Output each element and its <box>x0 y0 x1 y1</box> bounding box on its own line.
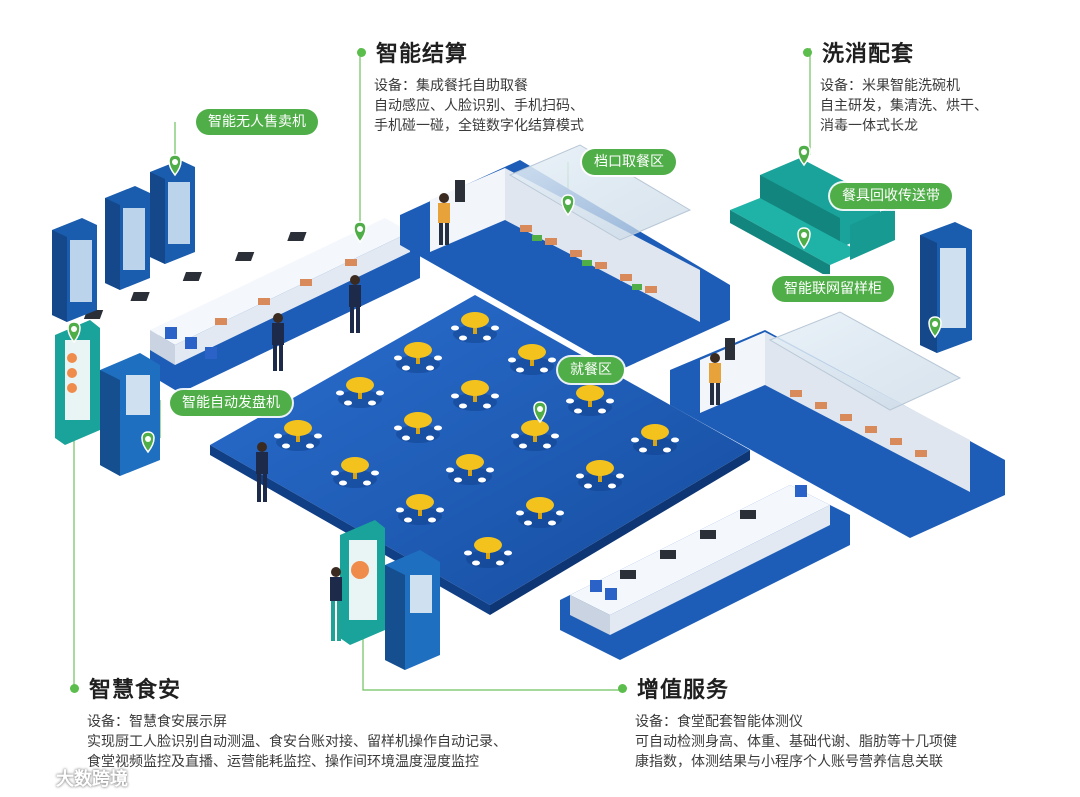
dining-tables <box>274 312 679 568</box>
label-stall-pickup: 档口取餐区 <box>582 149 676 175</box>
dining-table <box>394 412 442 443</box>
label-dining-area: 就餐区 <box>558 357 624 383</box>
location-pin-icon <box>168 154 182 177</box>
section-line: 自动感应、人脸识别、手机扫码、 <box>374 98 584 114</box>
dining-table <box>451 312 499 343</box>
label-tray-dispenser: 智能自动发盘机 <box>170 390 292 416</box>
section-line: 自主研发，集清洗、烘干、 <box>820 98 988 114</box>
section-title: 智慧食安 <box>89 678 182 703</box>
label-conveyor: 餐具回收传送带 <box>830 183 952 209</box>
section-line: 手机碰一碰，全链数字化结算模式 <box>374 118 584 134</box>
dining-table <box>446 454 494 485</box>
location-pin-icon <box>561 194 575 217</box>
section-line: 康指数，体测结果与小程序个人账号营养信息关联 <box>635 754 943 770</box>
sample-cabinet <box>920 222 972 353</box>
label-sample-cabinet: 智能联网留样柜 <box>772 276 894 302</box>
location-pin-icon <box>797 144 811 167</box>
section-value-added: 增值服务 设备：食堂配套智能体测仪 可自动检测身高、体重、基础代谢、脂肪等十几项… <box>618 672 957 772</box>
location-pin-icon <box>797 227 811 250</box>
dining-table <box>566 385 614 416</box>
section-line: 消毒一体式长龙 <box>820 118 918 134</box>
label-vending-machine: 智能无人售卖机 <box>196 109 318 135</box>
bullet-dot <box>618 683 627 693</box>
people <box>256 193 721 641</box>
bullet-dot <box>70 683 79 693</box>
dining-table <box>274 420 322 451</box>
watermark-logo-icon <box>11 769 49 787</box>
section-title: 智能结算 <box>376 42 469 67</box>
dining-table <box>331 457 379 488</box>
section-title: 洗消配套 <box>822 42 915 67</box>
watermark-text: 大数跨境 <box>56 769 128 790</box>
dishwasher-conveyor <box>730 158 895 278</box>
dining-table <box>396 494 444 525</box>
location-pins <box>67 144 942 454</box>
section-line: 设备：集成餐托自助取餐 <box>374 78 528 94</box>
stall-counter-right <box>670 311 1005 538</box>
dining-table <box>508 344 556 375</box>
dining-table <box>464 537 512 568</box>
bottom-right-counter <box>560 485 850 660</box>
section-line: 设备：智慧食安展示屏 <box>87 714 227 730</box>
section-title: 增值服务 <box>637 678 730 703</box>
dining-table <box>631 424 679 455</box>
location-pin-icon <box>67 321 81 344</box>
vending-machines <box>52 160 195 322</box>
dining-table <box>451 380 499 411</box>
dining-table <box>336 377 384 408</box>
location-pin-icon <box>533 401 547 424</box>
dining-table <box>516 497 564 528</box>
dining-table <box>576 460 624 491</box>
location-pin-icon <box>928 316 942 339</box>
section-washing: 洗消配套 设备：米果智能洗碗机 自主研发，集清洗、烘干、 消毒一体式长龙 <box>803 36 988 136</box>
section-smart-settlement: 智能结算 设备：集成餐托自助取餐 自动感应、人脸识别、手机扫码、 手机碰一碰，全… <box>357 36 584 136</box>
section-line: 食堂视频监控及直播、运营能耗监控、操作间环境温度湿度监控 <box>87 754 479 770</box>
left-serving-counter <box>83 218 420 393</box>
dining-table <box>511 420 559 451</box>
bullet-dot <box>803 47 812 57</box>
bullet-dot <box>357 47 366 57</box>
section-line: 设备：食堂配套智能体测仪 <box>635 714 803 730</box>
section-line: 设备：米果智能洗碗机 <box>820 78 960 94</box>
location-pin-icon <box>141 431 155 454</box>
section-line: 可自动检测身高、体重、基础代谢、脂肪等十几项健 <box>635 734 957 750</box>
watermark: 大数跨境 <box>10 765 128 791</box>
dining-table <box>394 342 442 373</box>
section-food-safety: 智慧食安 设备：智慧食安展示屏 实现厨工人脸识别自动测温、食安台账对接、留样机操… <box>70 672 507 772</box>
section-line: 实现厨工人脸识别自动测温、食安台账对接、留样机操作自动记录、 <box>87 734 507 750</box>
stall-counter-top <box>400 144 730 370</box>
health-kiosk <box>340 520 440 670</box>
location-pin-icon <box>353 221 367 244</box>
food-safety-display-left <box>55 320 160 476</box>
